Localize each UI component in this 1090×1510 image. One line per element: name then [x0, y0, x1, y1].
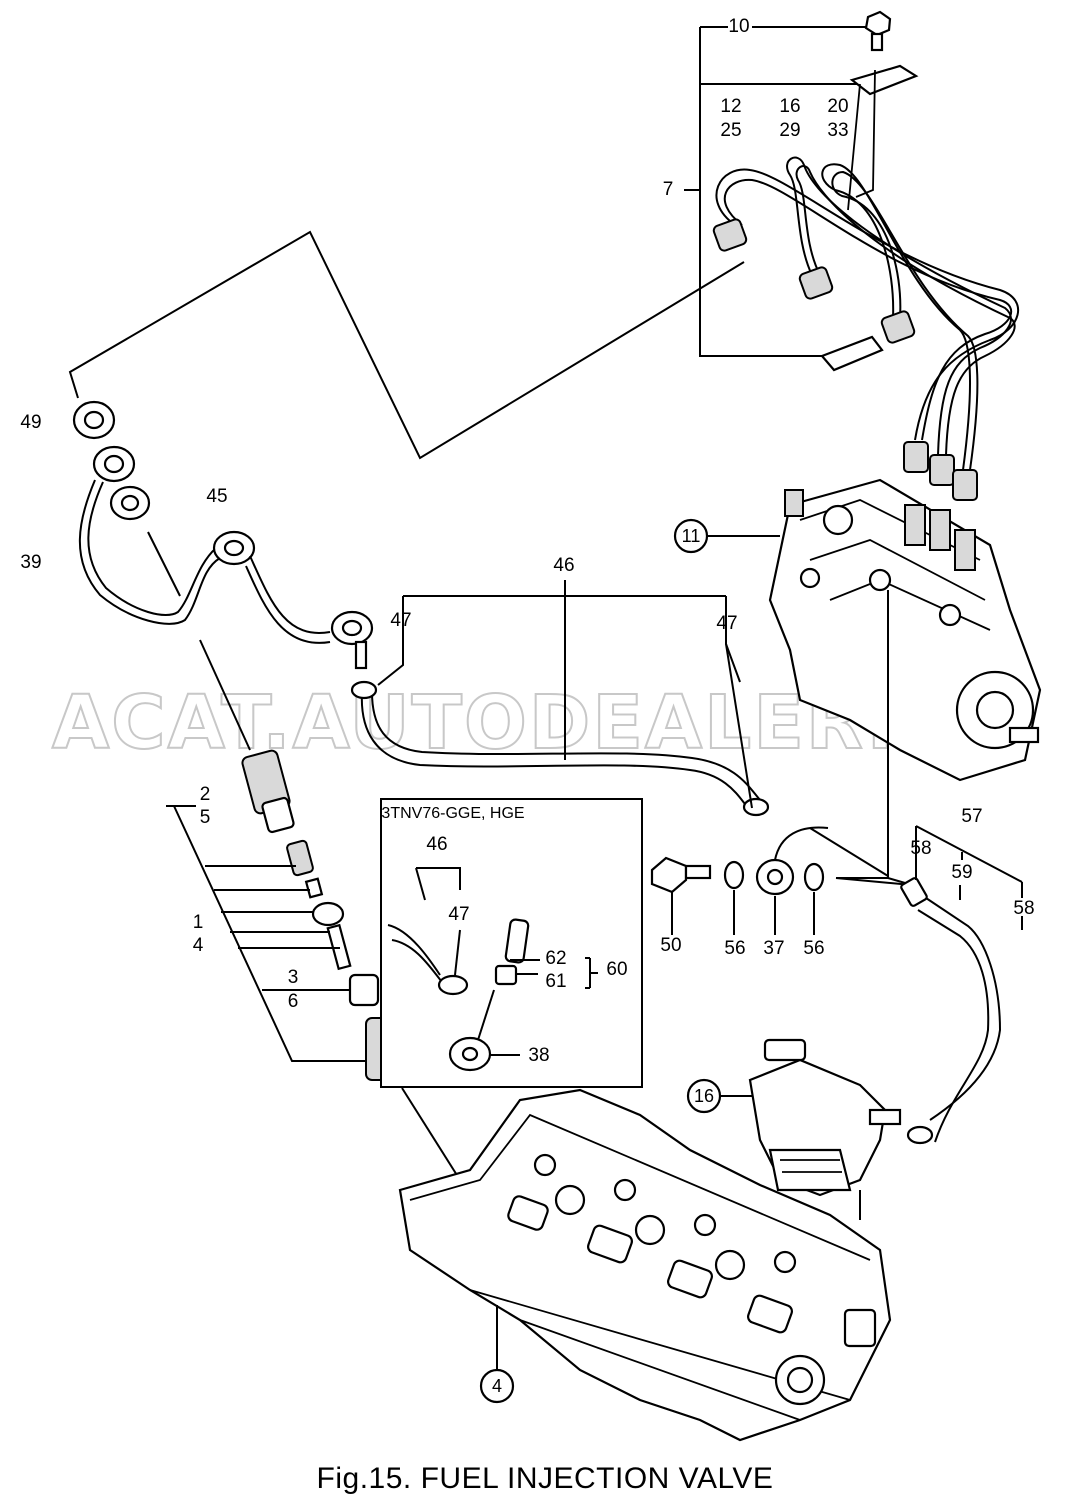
- inset-title: 3TNV76-GGE, HGE: [381, 805, 524, 822]
- label-part-11: 11: [682, 526, 701, 546]
- leak-off-pipe: [72, 400, 374, 751]
- injector-assembly: [166, 749, 461, 1181]
- label-part-25: 25: [720, 120, 741, 141]
- callout-11-circle: [673, 518, 709, 554]
- label-part-47-left: 47: [390, 610, 411, 631]
- inset-box: [380, 798, 643, 1088]
- label-inset-part-62: 62: [545, 948, 566, 969]
- label-inset-part-47: 47: [448, 904, 469, 925]
- label-part-39: 39: [20, 552, 41, 573]
- cylinder-head: [398, 1088, 892, 1442]
- label-inset-part-38: 38: [528, 1045, 549, 1066]
- label-part-5: 5: [200, 807, 211, 828]
- label-inset-part-61: 61: [545, 971, 566, 992]
- label-part-16: 16: [779, 96, 800, 117]
- label-part-58-left: 58: [910, 838, 931, 859]
- label-part-2: 2: [200, 784, 211, 805]
- label-part-49: 49: [20, 412, 41, 433]
- label-part-46: 46: [553, 555, 574, 576]
- label-inset-part-60: 60: [606, 959, 627, 980]
- label-part-10: 10: [728, 16, 749, 37]
- label-part-6: 6: [288, 991, 299, 1012]
- label-inset-part-46: 46: [426, 834, 447, 855]
- figure-caption: Fig.15. FUEL INJECTION VALVE: [316, 1462, 774, 1495]
- callout-4-circle: [479, 1368, 515, 1404]
- label-part-3: 3: [288, 967, 299, 988]
- label-part-56-left: 56: [724, 938, 745, 959]
- label-part-1: 1: [193, 912, 204, 933]
- label-part-20: 20: [827, 96, 848, 117]
- label-part-33: 33: [827, 120, 848, 141]
- label-part-7: 7: [663, 179, 674, 200]
- label-part-58-right: 58: [1013, 898, 1034, 919]
- label-part-29: 29: [779, 120, 800, 141]
- part-labels: 10 12 25 16 29 20 33 7 49 45 39 11 46 47…: [20, 16, 1034, 1396]
- exploded-parts-diagram: ACAT.AUTODEALER.RU: [20, 10, 1042, 1442]
- bolt-icon: [864, 10, 892, 52]
- label-part-45: 45: [206, 486, 227, 507]
- label-part-56-right: 56: [803, 938, 824, 959]
- banjo-parts: [650, 826, 913, 935]
- return-hose: [350, 580, 770, 817]
- pipe-clamp-top: [849, 64, 919, 96]
- label-part-12: 12: [720, 96, 741, 117]
- label-part-4: 4: [193, 935, 204, 956]
- label-part-37: 37: [763, 938, 784, 959]
- label-part-50: 50: [660, 935, 681, 956]
- label-part-4-callout: 4: [492, 1376, 502, 1396]
- injection-pump: [768, 478, 1042, 886]
- label-part-47-right: 47: [716, 613, 737, 634]
- injection-pipe-set-group: [68, 10, 1020, 501]
- fuel-hose: [900, 825, 1023, 1143]
- fuel-filter: [748, 1038, 934, 1220]
- label-part-16-callout: 16: [694, 1086, 714, 1106]
- label-part-59: 59: [951, 862, 972, 883]
- pipe-clamp-bottom: [820, 335, 884, 372]
- label-part-57: 57: [961, 806, 982, 827]
